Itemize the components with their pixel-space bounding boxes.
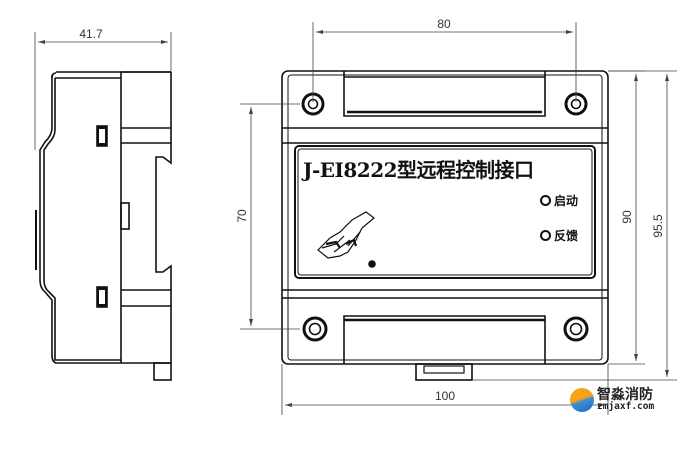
indicator-feedback: 反馈 — [540, 227, 578, 244]
side-view — [34, 32, 172, 381]
brand-logo-icon — [317, 211, 375, 259]
indicator-feedback-label: 反馈 — [554, 229, 579, 243]
dim-body-height: 90 — [620, 210, 634, 224]
indicator-start: 启动 — [540, 192, 578, 209]
watermark-logo-icon — [570, 388, 594, 412]
led-icon — [540, 230, 551, 241]
mount-hole-icon — [301, 92, 589, 342]
dim-side-width: 41.7 — [79, 27, 103, 41]
dim-hole-spacing-h: 80 — [437, 17, 451, 31]
front-view — [281, 70, 609, 381]
watermark: 智淼消防 zmjaxf.com — [570, 388, 654, 412]
product-label: J-EI8222型远程控制接口 — [303, 158, 534, 182]
indicator-start-label: 启动 — [554, 194, 579, 208]
led-icon — [540, 195, 551, 206]
dim-total-height: 95.5 — [651, 214, 665, 238]
dim-body-width: 100 — [435, 389, 455, 403]
watermark-url: zmjaxf.com — [597, 401, 655, 413]
dim-hole-spacing-v: 70 — [235, 209, 249, 223]
watermark-brand: 智淼消防 — [597, 387, 653, 404]
